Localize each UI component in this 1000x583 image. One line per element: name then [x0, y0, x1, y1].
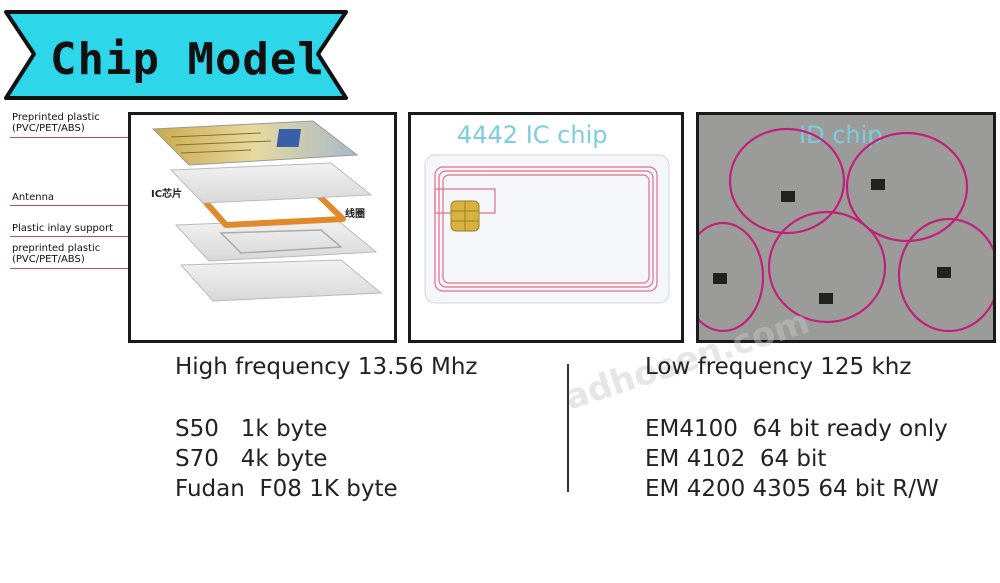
hf-item: S50 1k byte — [175, 416, 328, 442]
id-coils-illustration — [699, 127, 993, 333]
callout-label: preprinted plastic — [12, 243, 101, 254]
hf-item: Fudan F08 1K byte — [175, 476, 398, 502]
chip-model-banner: Chip Model — [0, 8, 352, 104]
callout-plastic-inlay: Plastic inlay support — [12, 223, 113, 234]
callout-label: Antenna — [12, 192, 55, 203]
callout-preprinted-top: Preprinted plastic (PVC/PET/ABS) — [12, 112, 100, 134]
card-layers-panel: IC芯片 线圈 — [128, 112, 397, 343]
hf-heading: High frequency 13.56 Mhz — [175, 354, 478, 380]
lf-item: EM4100 64 bit ready only — [645, 416, 948, 442]
hf-item: S70 4k byte — [175, 446, 328, 472]
callout-label: Preprinted plastic — [12, 112, 100, 123]
coil-label: 线圈 — [345, 209, 365, 220]
lf-item: EM 4200 4305 64 bit R/W — [645, 476, 939, 502]
ic-chip-title: 4442 IC chip — [457, 121, 608, 149]
card-layers-illustration — [151, 120, 383, 302]
callout-antenna: Antenna — [12, 192, 54, 203]
banner-title: Chip Model — [50, 34, 325, 85]
ic-chip-label: IC芯片 — [151, 189, 183, 200]
callout-line — [10, 236, 210, 237]
callout-line — [10, 268, 186, 269]
id-chip-panel: ID chip — [696, 112, 996, 343]
banner-ribbon-shape — [4, 10, 348, 100]
ic-card-illustration — [424, 154, 670, 304]
spec-divider — [567, 364, 569, 492]
callout-sublabel: (PVC/PET/ABS) — [12, 254, 85, 265]
callout-line — [10, 205, 220, 206]
callout-preprinted-bottom: preprinted plastic (PVC/PET/ABS) — [12, 243, 100, 265]
ic-chip-panel: 4442 IC chip — [408, 112, 684, 343]
callout-label: Plastic inlay support — [12, 223, 114, 234]
callout-sublabel: (PVC/PET/ABS) — [12, 123, 85, 134]
lf-item: EM 4102 64 bit — [645, 446, 827, 472]
lf-heading: Low frequency 125 khz — [645, 354, 912, 380]
